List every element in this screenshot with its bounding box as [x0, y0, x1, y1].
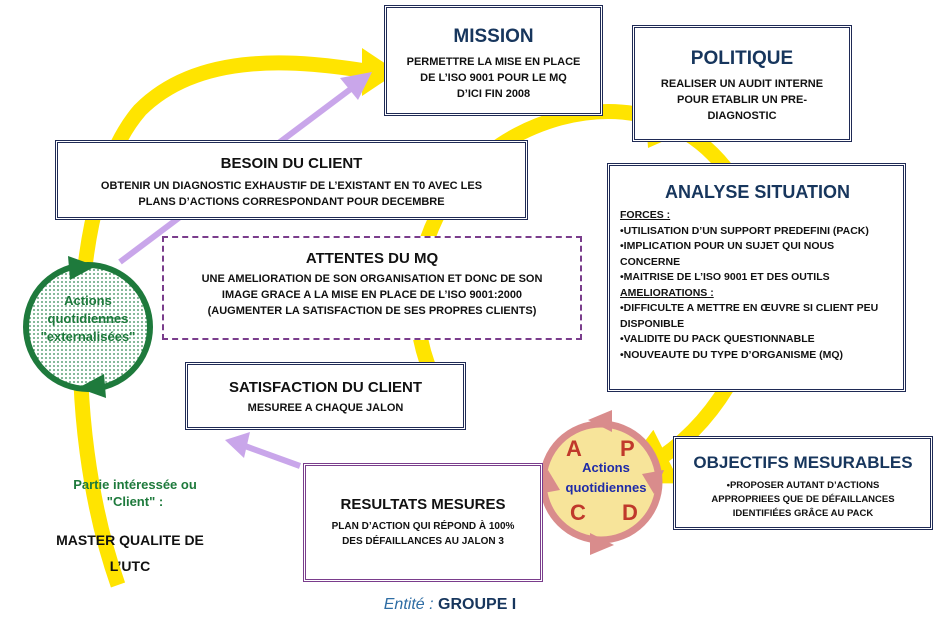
- pdca-letter-c: C: [570, 500, 586, 525]
- pdca-line-1: Actions: [582, 460, 630, 475]
- besoin-box: BESOIN DU CLIENT OBTENIR UN DIAGNOSTIC E…: [55, 140, 528, 220]
- ameliorations-item-4: •NOUVEAUTE DU TYPE D’ORGANISME (MQ): [620, 348, 844, 361]
- green-arrowhead-top: [68, 256, 96, 280]
- left-circle-line-3: "externalisées": [40, 329, 136, 344]
- objectifs-line-2: APPROPRIEES QUE DE DÉFAILLANCES: [711, 494, 895, 505]
- mission-line-2: DE L’ISO 9001 POUR LE MQ: [420, 72, 567, 84]
- politique-line-3: DIAGNOSTIC: [707, 110, 777, 122]
- ameliorations-item-2: DISPONIBLE: [620, 317, 685, 330]
- forces-item-2: •IMPLICATION POUR UN SUJET QUI NOUS: [620, 240, 835, 252]
- purple-arrowhead-satisfaction: [225, 432, 250, 458]
- pdca-arrowhead-top: [588, 410, 612, 432]
- entite-prefix: Entité :: [383, 596, 434, 613]
- resultats-title: RESULTATS MESURES: [340, 496, 506, 513]
- partie-line-2: "Client" :: [106, 494, 164, 509]
- analyse-title: ANALYSE SITUATION: [664, 182, 851, 202]
- pdca-arrowhead-right: [642, 470, 664, 494]
- objectifs-line-3: IDENTIFIÉES GRÂCE AU PACK: [732, 508, 874, 519]
- forces-label: FORCES :: [620, 209, 671, 221]
- politique-line-1: REALISER UN AUDIT INTERNE: [660, 78, 824, 90]
- politique-title: POLITIQUE: [690, 48, 794, 69]
- ameliorations-label: AMELIORATIONS :: [620, 286, 714, 299]
- forces-item-1: •UTILISATION D’UN SUPPORT PREDEFINI (PAC…: [620, 224, 869, 237]
- partie-interessee-label: Partie intéressée ou "Client" :: [40, 476, 230, 510]
- mission-box: MISSION PERMETTRE LA MISE EN PLACE DE L’…: [384, 5, 603, 116]
- pdca-circle-label: Actions quotidiennes: [551, 458, 661, 498]
- attentes-title: ATTENTES DU MQ: [305, 250, 439, 267]
- satisfaction-title: SATISFACTION DU CLIENT: [228, 379, 423, 396]
- green-arrowhead-bottom: [78, 374, 106, 398]
- besoin-title: BESOIN DU CLIENT: [220, 155, 363, 172]
- pdca-letter-d: D: [622, 500, 638, 525]
- pdca-letter-p: P: [620, 436, 635, 461]
- pdca-arrowhead-bottom: [590, 533, 614, 555]
- pdca-letter-a: A: [566, 436, 582, 461]
- resultats-box: RESULTATS MESURES PLAN D’ACTION QUI RÉPO…: [303, 463, 543, 582]
- forces-item-3: CONCERNE: [620, 255, 681, 268]
- objectifs-title: OBJECTIFS MESURABLES: [693, 453, 913, 472]
- client-name: MASTER QUALITE DE L’UTC: [30, 527, 230, 579]
- mission-title: MISSION: [453, 26, 534, 47]
- left-circle-label: Actions quotidiennes "externalisées": [26, 292, 150, 346]
- pdca-arrowhead-left: [538, 470, 560, 494]
- forces-item-4: •MAITRISE DE L’ISO 9001 ET DES OUTILS: [620, 271, 830, 283]
- analyse-box: ANALYSE SITUATION FORCES : •UTILISATION …: [607, 163, 906, 392]
- client-name-line-1: MASTER QUALITE DE: [56, 532, 204, 548]
- partie-line-1: Partie intéressée ou: [73, 477, 197, 492]
- attentes-line-3: (AUGMENTER LA SATISFACTION DE SES PROPRE…: [207, 305, 537, 317]
- left-circle-line-1: Actions: [64, 293, 112, 308]
- ameliorations-item-1: •DIFFICULTE A METTRE EN ŒUVRE SI CLIENT …: [620, 302, 879, 314]
- pdca-line-2: quotidiennes: [565, 480, 647, 495]
- satisfaction-box: SATISFACTION DU CLIENT MESUREE A CHAQUE …: [185, 362, 466, 430]
- politique-line-2: POUR ETABLIR UN PRE-: [677, 94, 807, 106]
- left-circle-line-2: quotidiennes: [47, 311, 129, 326]
- yellow-left-arrowhead: [362, 48, 398, 96]
- attentes-box: ATTENTES DU MQ UNE AMELIORATION DE SON O…: [162, 236, 582, 340]
- client-name-line-2: L’UTC: [109, 558, 151, 574]
- objectifs-line-1: •PROPOSER AUTANT D’ACTIONS: [726, 480, 880, 491]
- purple-arrow-from-resultats: [243, 443, 302, 469]
- entite-value: GROUPE I: [438, 596, 517, 613]
- attentes-line-2: IMAGE GRACE A LA MISE EN PLACE DE L’ISO …: [221, 289, 523, 301]
- mission-line-3: D’ICI FIN 2008: [456, 88, 531, 100]
- resultats-line-2: DES DÉFAILLANCES AU JALON 3: [342, 536, 504, 547]
- besoin-line-2: PLANS D’ACTIONS CORRESPONDANT POUR DECEM…: [138, 196, 445, 208]
- mission-line-1: PERMETTRE LA MISE EN PLACE: [406, 56, 581, 68]
- yellow-left-arc: [72, 55, 374, 588]
- entite-label: Entité : GROUPE I: [340, 596, 560, 614]
- objectifs-box: OBJECTIFS MESURABLES •PROPOSER AUTANT D’…: [673, 436, 933, 530]
- ameliorations-item-3: •VALIDITE DU PACK QUESTIONNABLE: [620, 333, 815, 345]
- besoin-line-1: OBTENIR UN DIAGNOSTIC EXHAUSTIF DE L’EXI…: [100, 180, 483, 192]
- purple-arrowhead-mission: [340, 72, 372, 100]
- resultats-line-1: PLAN D’ACTION QUI RÉPOND À 100%: [331, 521, 515, 532]
- satisfaction-line-1: MESUREE A CHAQUE JALON: [247, 402, 404, 414]
- politique-box: POLITIQUE REALISER UN AUDIT INTERNE POUR…: [632, 25, 852, 142]
- attentes-line-1: UNE AMELIORATION DE SON ORGANISATION ET …: [201, 273, 543, 285]
